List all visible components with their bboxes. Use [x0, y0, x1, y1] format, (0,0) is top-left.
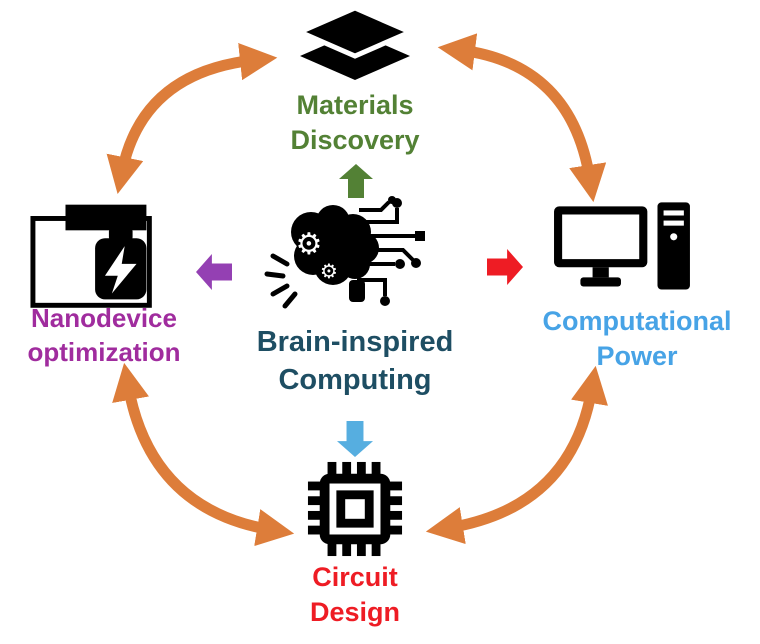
computational-power-label: Computational Power: [542, 306, 732, 372]
cycle-arrow-bottom-left: [112, 362, 295, 547]
brain-shape: [291, 205, 379, 302]
materials-discovery-label: Materials Discovery: [290, 90, 420, 156]
monitor-base: [580, 277, 621, 287]
cycle-arrow-top-left: [106, 42, 278, 195]
device-bar: [65, 204, 147, 231]
tower-slot-2: [663, 220, 684, 226]
chip-pins: [307, 461, 403, 557]
arrow-up-icon: [339, 164, 373, 198]
layer-top: [293, 5, 417, 59]
arrow-down-icon: [337, 421, 373, 457]
battery-terminal: [108, 228, 133, 241]
circuit-traces: [357, 200, 415, 296]
arrow-left-icon: [196, 254, 232, 290]
brain-circuit-icon: ⚙ ⚙: [264, 196, 425, 309]
monitor-neck: [592, 267, 609, 278]
svg-text:⚙: ⚙: [320, 259, 338, 283]
battery-circuit-icon: [30, 204, 152, 308]
cycle-arrow-bottom-right: [425, 365, 608, 545]
tower-button: [670, 233, 678, 241]
brain-gears: ⚙ ⚙: [296, 227, 338, 283]
cycle-arrow-top-right: [437, 33, 607, 203]
spark-lines: [264, 253, 298, 309]
brain-inspired-computing-label: Brain-inspired Computing: [256, 326, 454, 396]
layers-icon: [293, 5, 417, 80]
lightning-bolt: [104, 246, 137, 294]
monitor-screen: [562, 214, 640, 260]
desktop-computer-icon: [554, 202, 690, 290]
svg-text:⚙: ⚙: [296, 227, 323, 262]
circuit-nodes: [380, 196, 425, 306]
microchip-icon: [307, 461, 403, 557]
circuit-design-label: Circuit Design: [309, 562, 401, 628]
tower-slot-1: [663, 210, 684, 216]
chip-core-center: [345, 499, 365, 519]
nanodevice-optimization-label: Nanodevice optimization: [27, 303, 181, 367]
arrow-right-icon: [487, 249, 523, 285]
